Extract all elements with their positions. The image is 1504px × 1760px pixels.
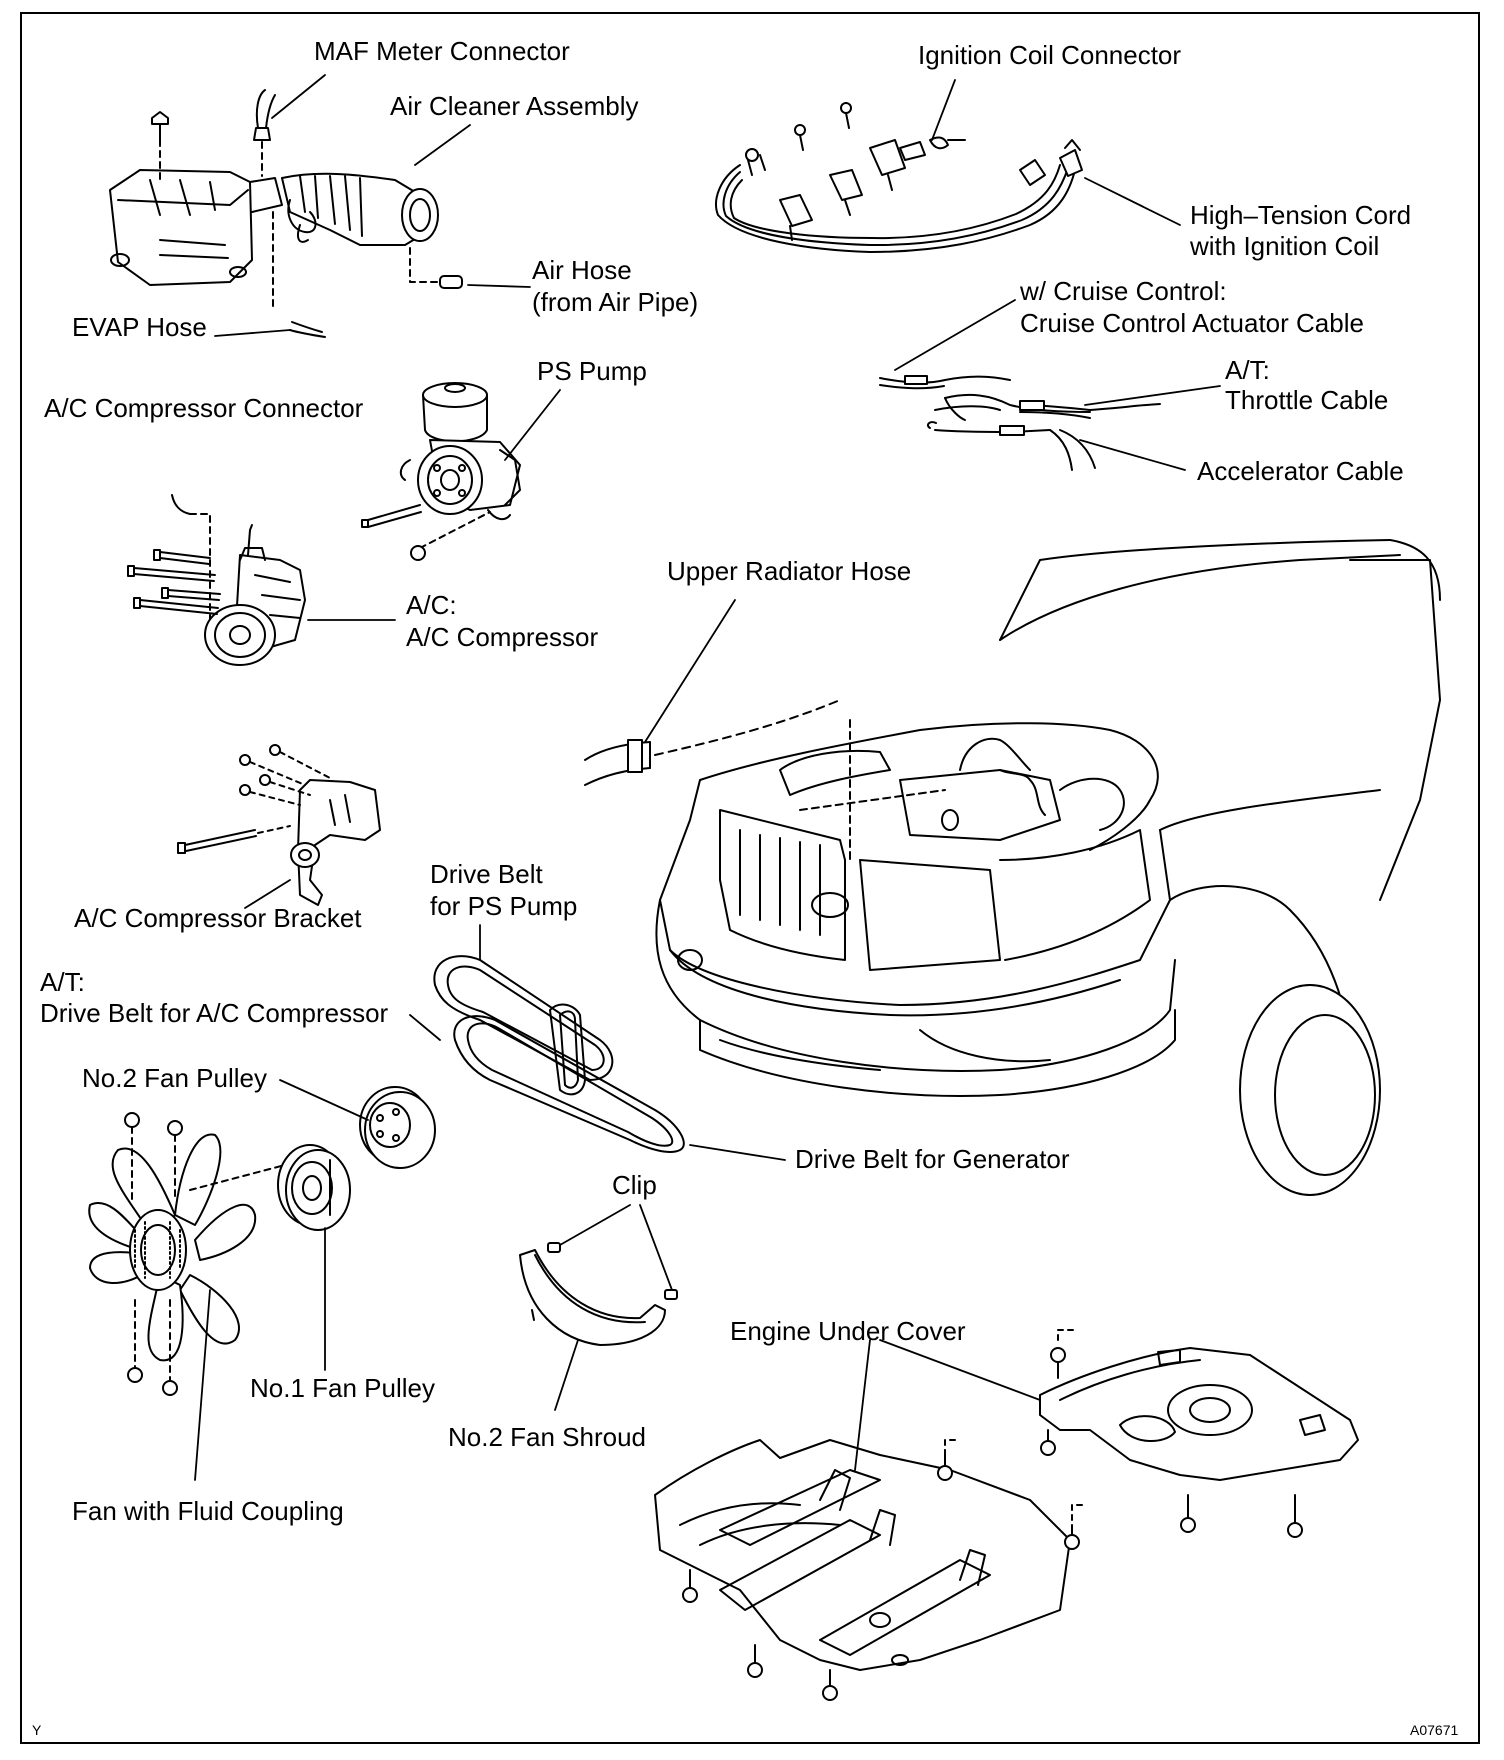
label-cruise-control: w/ Cruise Control: [1020, 276, 1227, 306]
label-throttle-at: A/T: [1225, 355, 1270, 385]
label-drive-belt-ps: Drive Belt [430, 859, 543, 889]
label-maf-meter-connector: MAF Meter Connector [314, 36, 570, 66]
label-upper-radiator-hose: Upper Radiator Hose [667, 556, 912, 586]
label-drive-belt-ps-pump: for PS Pump [430, 891, 578, 921]
fan-shroud-drawing [520, 1243, 677, 1345]
label-ac-compressor-ac: A/C: [406, 590, 457, 620]
label-high-tension-cord-coil: with Ignition Coil [1190, 231, 1380, 261]
label-no1-fan-pulley: No.1 Fan Pulley [250, 1373, 435, 1403]
label-fan-fluid-coupling: Fan with Fluid Coupling [72, 1496, 344, 1526]
label-air-hose: Air Hose [532, 255, 632, 285]
label-ignition-coil-connector: Ignition Coil Connector [918, 40, 1182, 70]
label-drive-belt-ac-at: A/T: [40, 967, 85, 997]
label-ac-compressor-bracket: A/C Compressor Bracket [74, 903, 362, 933]
label-air-hose-source: (from Air Pipe) [532, 287, 699, 317]
label-ac-compressor: A/C Compressor [406, 622, 599, 652]
label-clip: Clip [612, 1170, 657, 1200]
label-evap-hose: EVAP Hose [72, 312, 207, 342]
ac-bracket-drawing [178, 745, 380, 905]
figure-id: A07671 [1410, 1722, 1459, 1738]
label-accelerator-cable: Accelerator Cable [1197, 456, 1404, 486]
leader-lines [195, 75, 1220, 1480]
label-high-tension-cord: High–Tension Cord [1190, 200, 1412, 230]
label-ps-pump: PS Pump [537, 356, 647, 386]
label-air-cleaner-assembly: Air Cleaner Assembly [390, 91, 639, 121]
corner-code-left: Y [32, 1722, 42, 1738]
label-cruise-actuator-cable: Cruise Control Actuator Cable [1020, 308, 1364, 338]
label-no2-fan-pulley: No.2 Fan Pulley [82, 1063, 267, 1093]
ac-compressor-drawing [128, 495, 305, 665]
air-cleaner-assembly-drawing [110, 90, 462, 337]
label-ac-compressor-connector: A/C Compressor Connector [44, 393, 364, 423]
fan-pulleys-drawing [89, 1087, 435, 1395]
label-engine-under-cover: Engine Under Cover [730, 1316, 966, 1346]
cables-drawing [880, 376, 1160, 470]
engine-under-cover-drawing [655, 1330, 1358, 1700]
high-tension-cord-drawing [716, 103, 1082, 252]
drive-belts-drawing [434, 956, 683, 1152]
vehicle-front-drawing [656, 540, 1440, 1195]
upper-radiator-hose-drawing [585, 700, 840, 785]
label-drive-belt-ac-compressor: Drive Belt for A/C Compressor [40, 998, 389, 1028]
diagram-frame [20, 12, 1480, 1744]
label-drive-belt-generator: Drive Belt for Generator [795, 1144, 1070, 1174]
label-throttle-cable: Throttle Cable [1225, 385, 1389, 415]
ps-pump-drawing [362, 383, 520, 560]
label-no2-fan-shroud: No.2 Fan Shroud [448, 1422, 647, 1452]
